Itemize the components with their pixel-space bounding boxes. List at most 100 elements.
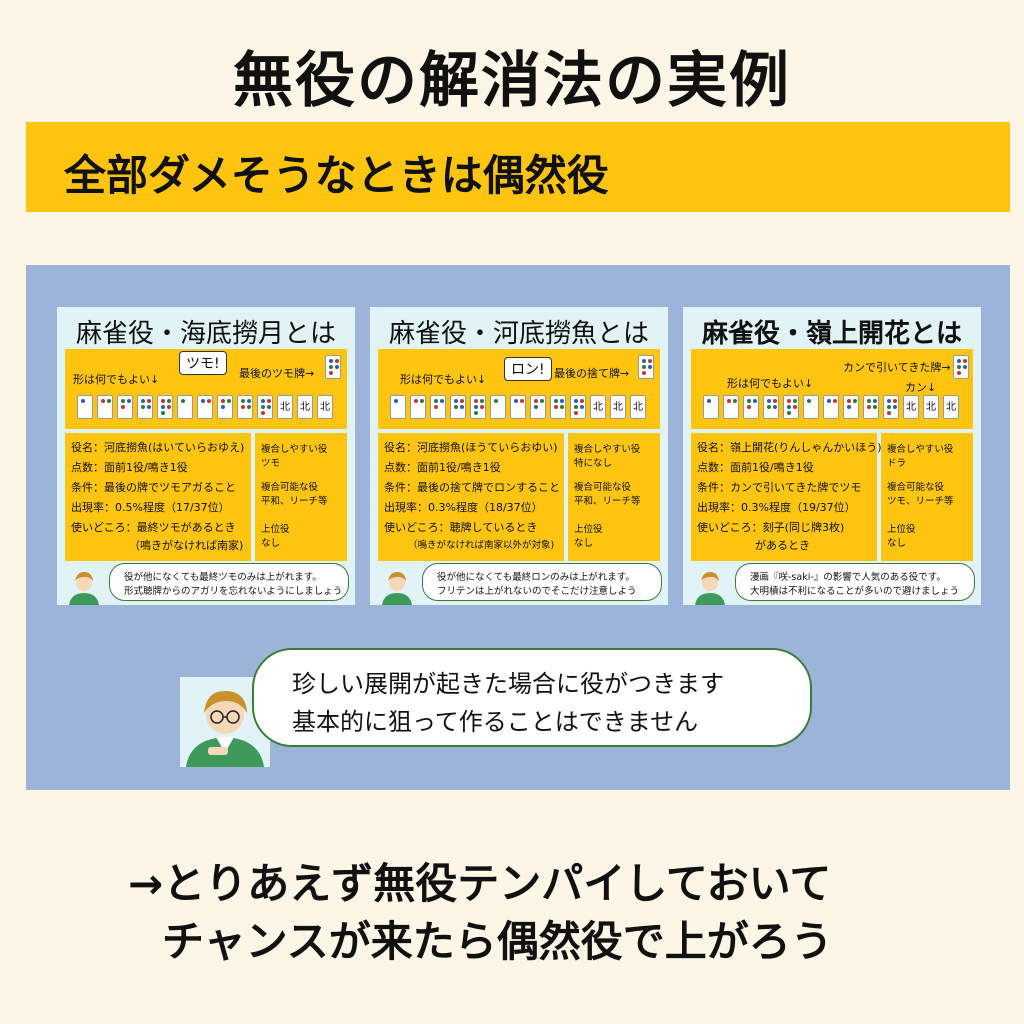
tile-pip (560, 405, 564, 409)
info-box: 役名：嶺上開花(りんしゃんかいほう) 点数：面前1役/鳴き1役 条件：カンで引い… (691, 433, 882, 561)
tile-pip (161, 399, 165, 403)
tile-pip (460, 399, 464, 403)
tile-pip (81, 399, 85, 403)
side-box: 複合しやすい役 特になし 複合可能な役 平和、リーチ等 上位役 なし (568, 433, 660, 561)
mahjong-tile: 北 (630, 395, 646, 419)
bubble-line: 役が他になくても最終ロンのみは上がれます。 (437, 572, 635, 583)
tile-pip (167, 405, 171, 409)
bubble-line: 形式聴牌からのアガリを忘れないようにしましょう (124, 586, 343, 597)
tile-pip (329, 359, 333, 363)
tile-pip (434, 399, 438, 403)
info-line: 使いどころ：聴牌しているとき (384, 521, 538, 534)
side-line: 上位役 (261, 524, 290, 535)
side-box: 複合しやすい役 ドラ 複合可能な役 ツモ、リーチ等 上位役 なし (881, 433, 973, 561)
tile-pip (241, 405, 245, 409)
tile-pip (807, 399, 811, 403)
tile-pip (167, 399, 171, 403)
side-line: なし (574, 538, 594, 549)
info-line: （鳴きがなければ南家) (129, 539, 244, 552)
tile-pip (161, 405, 165, 409)
mahjong-tile: 北 (903, 395, 919, 419)
tile-pip (642, 365, 646, 369)
tile-pip (127, 399, 131, 403)
footer-line-1: →とりあえず無役テンパイしておいて (128, 859, 832, 908)
tile-pip (480, 405, 484, 409)
tile-pip (107, 399, 111, 403)
mahjong-tile (257, 395, 273, 419)
tile-pip (147, 399, 151, 403)
tile-pip (241, 399, 245, 403)
tile-pip (648, 365, 652, 369)
info-line: 条件：カンで引いてきた牌でツモ (697, 481, 862, 494)
side-line: 平和、リーチ等 (574, 496, 641, 507)
tile-pip (753, 399, 757, 403)
tile-pip (221, 405, 225, 409)
mahjong-tile (550, 395, 566, 419)
speech-line: 基本的に狙って作ることはできません (292, 708, 699, 736)
yaku-card-rinshan: 麻雀役・嶺上開花とは 形は何でもよい↓ カンで引いてきた牌→ カン↓ 北北北 役… (683, 307, 981, 605)
avatar-icon (65, 567, 103, 605)
tile-pip (227, 399, 231, 403)
info-line: 使いどころ：最終ツモがあるとき (71, 521, 236, 534)
tile-pip (963, 359, 967, 363)
mahjong-tile (430, 395, 446, 419)
side-box: 複合しやすい役 ツモ 複合可能な役 平和、リーチ等 上位役 なし (255, 433, 347, 561)
speech-line: 珍しい展開が起きた場合に役がつきます (292, 670, 724, 698)
subtitle-text: 全部ダメそうなときは偶然役 (64, 151, 609, 200)
info-box: 役名：河底撈魚(ほうていらおゆい) 点数：面前1役/鳴き1役 条件：最後の捨て牌… (378, 433, 564, 561)
hand-box: 形は何でもよい↓ ツモ! 最後のツモ牌→ 北北北 (65, 349, 347, 429)
last-tile-label: カンで引いてきた牌→ (843, 361, 951, 374)
mahjong-tile (137, 395, 153, 419)
info-line: 役名：嶺上開花(りんしゃんかいほう) (697, 441, 882, 454)
tile-pip (833, 399, 837, 403)
tile-pip (329, 365, 333, 369)
tile-pip (267, 405, 271, 409)
side-line: 複合しやすい役 (261, 444, 328, 455)
tile-pip (957, 371, 961, 375)
tile-pip (957, 365, 961, 369)
tile-pip (540, 399, 544, 403)
tile-pip (147, 405, 151, 409)
tile-pip (335, 365, 339, 369)
info-line: 役名：河底撈魚(はいていらおゆえ) (71, 441, 245, 454)
mahjong-tile (177, 395, 193, 419)
call-bubble: ロン! (504, 357, 552, 381)
tile-pip (893, 405, 897, 409)
tile-pip (574, 399, 578, 403)
card-title: 麻雀役・海底撈月とは (75, 319, 336, 349)
footer-line-2: チャンスが来たら偶然役で上がろう (162, 917, 833, 966)
tile-pip (474, 399, 478, 403)
mahjong-tile (863, 395, 879, 419)
info-line: （鳴きがなければ南家以外が対象) (408, 540, 555, 551)
tile-pip (793, 399, 797, 403)
last-tile (953, 355, 969, 379)
tile-pip (727, 399, 731, 403)
tile-pip (747, 399, 751, 403)
last-tile (638, 355, 654, 379)
info-line: 出現率：0.5%程度（17/37位） (71, 501, 230, 514)
side-line: 特になし (574, 458, 613, 469)
side-line: 平和、リーチ等 (261, 496, 328, 507)
mahjong-tile (197, 395, 213, 419)
tile-pip (267, 399, 271, 403)
tile-pip (534, 399, 538, 403)
info-line: 点数：面前1役/鳴き1役 (384, 461, 501, 474)
last-tile-label: 最後のツモ牌→ (239, 367, 315, 380)
mahjong-tile (883, 395, 899, 419)
hand-box: 形は何でもよい↓ ロン! 最後の捨て牌→ 北北北 (378, 349, 660, 429)
speech-bubble: 漫画『咲-saki-』の影響で人気のある役です。 大明槓は不利になることが多いの… (735, 563, 975, 601)
tile-pip (141, 405, 145, 409)
tile-pip (847, 399, 851, 403)
side-line: 複合可能な役 (887, 482, 945, 493)
side-line: 複合可能な役 (574, 482, 632, 493)
card-title: 麻雀役・嶺上開花とは (701, 319, 962, 349)
info-line: 条件：最後の牌でツモアガること (71, 481, 236, 494)
tile-pip (161, 411, 165, 415)
yaku-card-haitei: 麻雀役・海底撈月とは 形は何でもよい↓ ツモ! 最後のツモ牌→ 北北北 役名：河… (57, 307, 355, 605)
tile-pip (207, 399, 211, 403)
tile-pip (887, 399, 891, 403)
tile-pip (201, 399, 205, 403)
tile-pip (580, 405, 584, 409)
tile-pip (773, 399, 777, 403)
side-line: ツモ (261, 458, 281, 469)
